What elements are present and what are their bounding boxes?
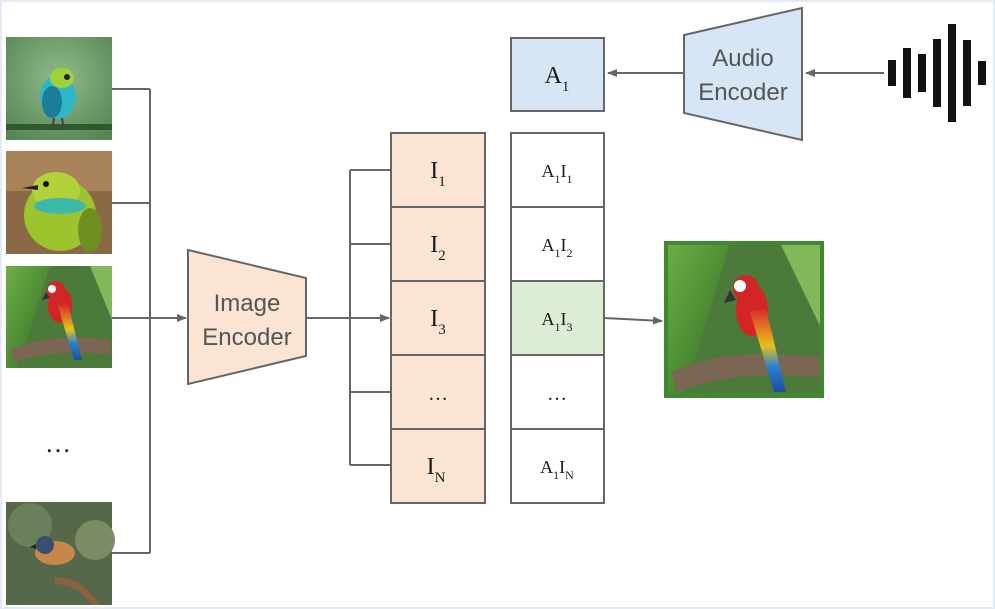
result-image-macaw xyxy=(664,241,824,398)
sim-2-i-sub: 2 xyxy=(567,246,573,260)
sim-1-a: A xyxy=(542,161,555,181)
image-embedding-3-sub: 3 xyxy=(438,322,446,338)
sim-3-i-sub: 3 xyxy=(567,320,573,334)
image-embedding-n-sub: N xyxy=(435,470,446,486)
sim-n-a-sub: 1 xyxy=(553,468,559,482)
sim-2-a: A xyxy=(542,235,555,255)
audio-embedding: A1 xyxy=(510,37,605,112)
image-embedding-1: I1 xyxy=(390,132,486,208)
svg-text:A1IN: A1IN xyxy=(540,457,574,482)
arrow-to-result xyxy=(603,316,663,325)
image-embedding-ellipsis: … xyxy=(390,354,486,430)
similarity-column: A1I1 A1I2 A1I3 … A1IN xyxy=(510,132,605,504)
sim-3-a: A xyxy=(542,309,555,329)
input-image-macaw xyxy=(6,266,112,368)
sim-1-i: I xyxy=(561,161,567,181)
similarity-score-2: A1I2 xyxy=(510,206,605,282)
sim-3-i: I xyxy=(561,309,567,329)
svg-text:I1: I1 xyxy=(430,158,446,190)
svg-text:IN: IN xyxy=(427,454,446,486)
sim-2-a-sub: 1 xyxy=(555,246,561,260)
image-embedding-2-base: I xyxy=(430,232,438,258)
image-embedding-1-sub: 1 xyxy=(438,174,446,190)
svg-text:A1: A1 xyxy=(545,63,570,95)
audio-encoder-label-1: Audio xyxy=(712,45,773,72)
input-image-teal-tanager xyxy=(6,37,112,140)
similarity-score-1: A1I1 xyxy=(510,132,605,208)
image-encoder: Image Encoder xyxy=(187,248,307,386)
sim-3-a-sub: 1 xyxy=(555,320,561,334)
image-embedding-n-base: I xyxy=(427,454,435,480)
audio-embedding-base: A xyxy=(545,63,563,89)
image-embedding-1-base: I xyxy=(430,158,438,184)
svg-text:A1I3: A1I3 xyxy=(542,309,573,334)
image-embedding-ellipsis-text: … xyxy=(428,383,448,405)
image-embedding-2: I2 xyxy=(390,206,486,282)
sim-n-i-sub: N xyxy=(565,468,574,482)
audio-encoder: Audio Encoder xyxy=(683,6,803,142)
similarity-score-ellipsis: … xyxy=(510,354,605,430)
sim-1-i-sub: 1 xyxy=(567,172,573,186)
image-encoder-label-1: Image xyxy=(214,290,281,317)
sim-ellipsis-text: … xyxy=(547,383,567,405)
svg-text:I3: I3 xyxy=(430,306,446,338)
input-bracket xyxy=(112,88,187,554)
sim-n-a: A xyxy=(540,457,553,477)
audio-embedding-sub: 1 xyxy=(562,79,570,95)
image-embedding-n: IN xyxy=(390,428,486,504)
input-image-bee-eater xyxy=(6,151,112,254)
audio-waveform-icon xyxy=(888,24,986,122)
image-embeddings-column: I1 I2 I3 … IN xyxy=(390,132,486,504)
audio-encoder-label-2: Encoder xyxy=(698,79,787,106)
image-embedding-3-base: I xyxy=(430,306,438,332)
similarity-score-3-selected: A1I3 xyxy=(510,280,605,356)
sim-n-i: I xyxy=(559,457,565,477)
svg-text:I2: I2 xyxy=(430,232,446,264)
image-embedding-2-sub: 2 xyxy=(438,248,446,264)
image-encoder-label-2: Encoder xyxy=(202,324,291,351)
svg-text:A1I1: A1I1 xyxy=(542,161,573,186)
input-image-finch xyxy=(6,502,115,605)
embedding-bracket xyxy=(306,169,391,466)
sim-1-a-sub: 1 xyxy=(555,172,561,186)
input-images-ellipsis: … xyxy=(45,429,71,458)
image-embedding-3: I3 xyxy=(390,280,486,356)
similarity-score-n: A1IN xyxy=(510,428,605,504)
svg-text:A1I2: A1I2 xyxy=(542,235,573,260)
sim-2-i: I xyxy=(561,235,567,255)
result-highlight-border xyxy=(664,241,824,398)
